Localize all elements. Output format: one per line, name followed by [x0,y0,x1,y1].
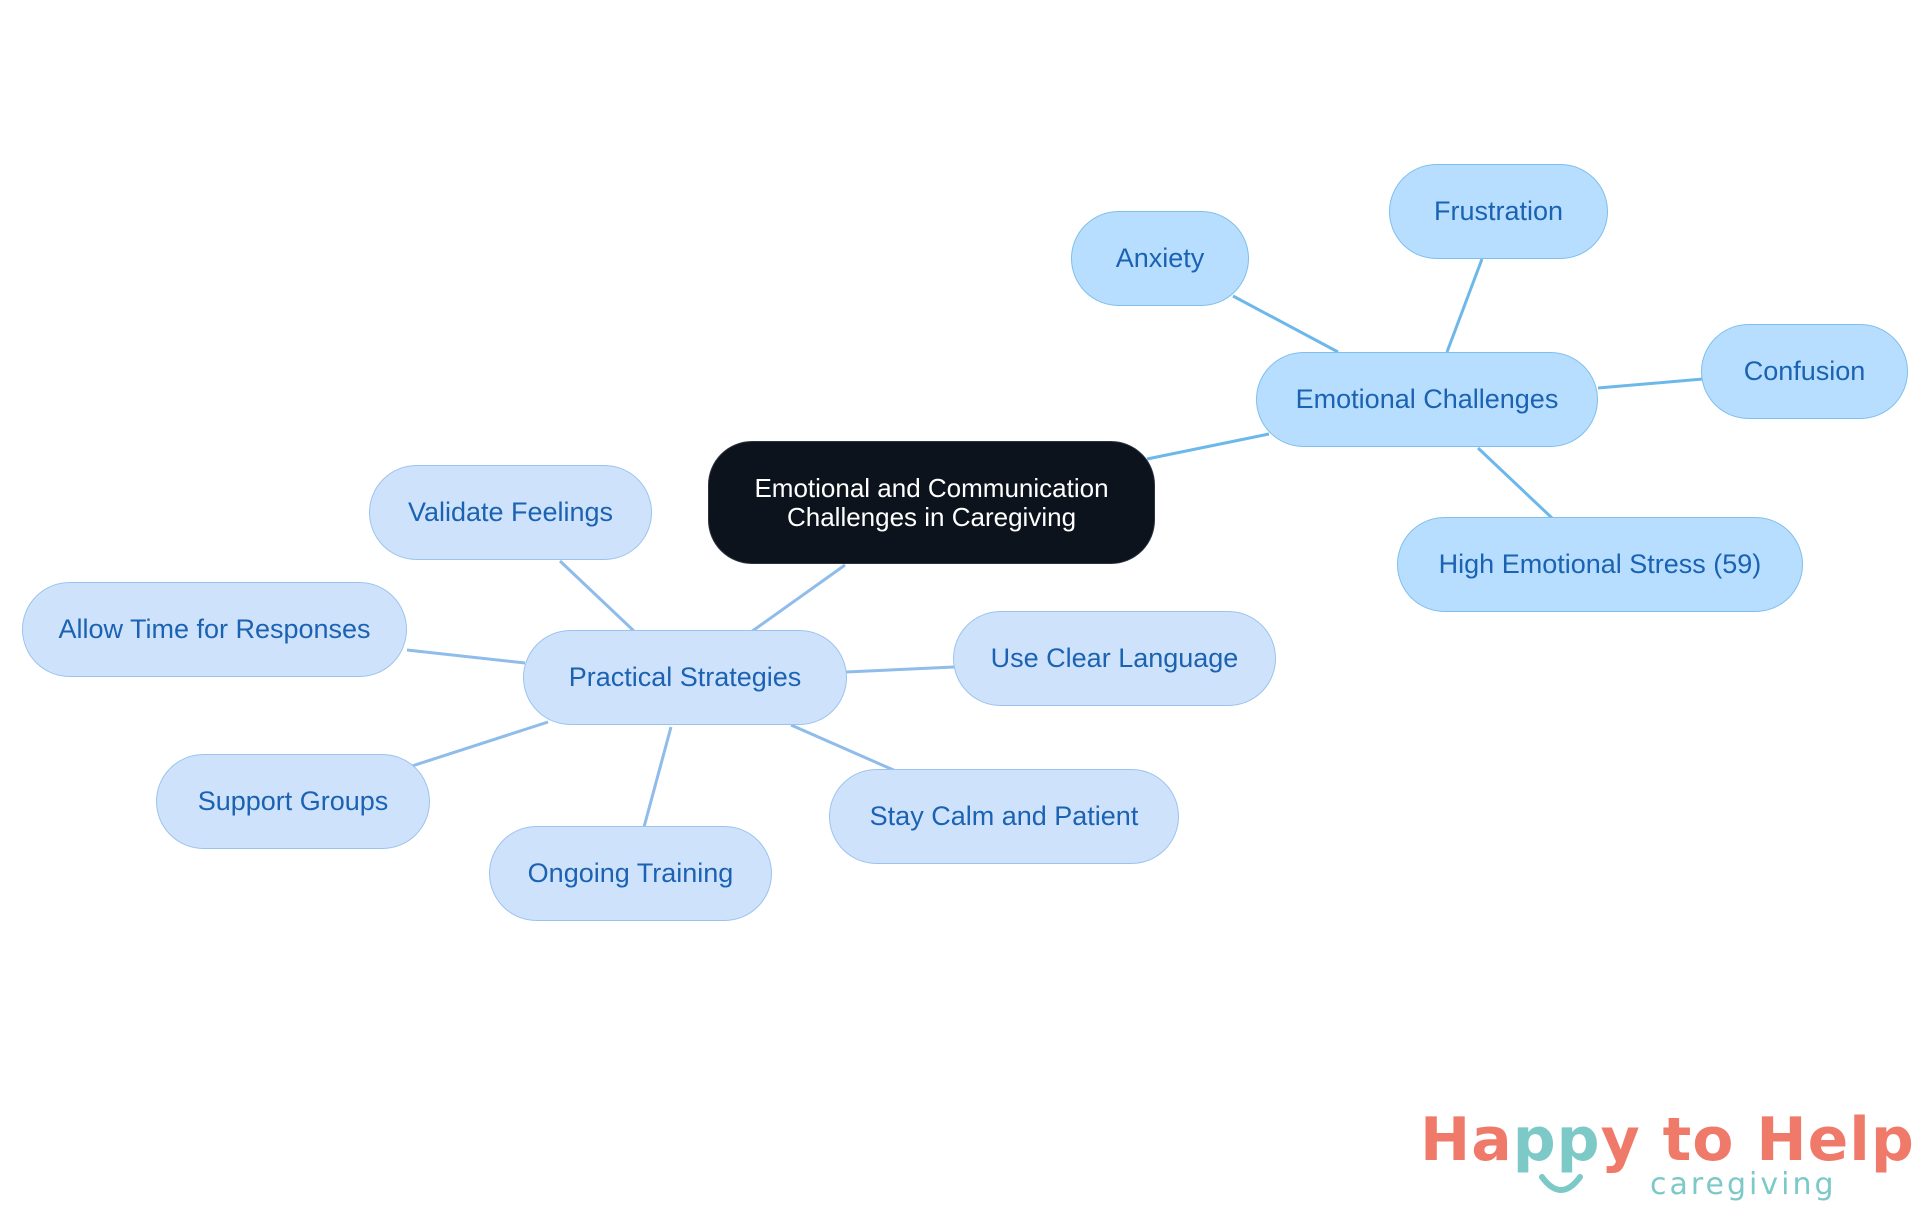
happy-to-help-logo: Happy to Help caregiving [1420,1105,1914,1205]
edge-practical-allow [406,648,526,665]
edge-practical-support [411,720,549,768]
use-clear-language-node: Use Clear Language [953,611,1276,706]
smile-icon [1539,1174,1583,1193]
edge-emotional-stress [1476,446,1554,520]
root-node: Emotional and Communication Challenges i… [708,441,1155,564]
edge-root-emotional [1146,432,1270,461]
root-label-line2: Challenges in Caregiving [786,501,1077,532]
emotional-challenges-node: Emotional Challenges [1256,352,1598,447]
support-groups-node: Support Groups [156,754,430,849]
edge-root-practical [750,563,846,634]
edge-emotional-anxiety [1232,294,1339,354]
edge-practical-training [642,726,673,828]
logo-subtitle: caregiving [1650,1167,1837,1202]
edge-emotional-confusion [1597,377,1704,390]
edge-emotional-frustration [1445,258,1484,353]
allow-time-node: Allow Time for Responses [22,582,407,677]
edge-practical-calm [790,723,899,774]
logo-title: Happy to Help [1420,1105,1915,1175]
confusion-node: Confusion [1701,324,1908,419]
edge-practical-clear [845,665,955,674]
root-label-line1: Emotional and Communication [754,472,1109,503]
anxiety-node: Anxiety [1071,211,1249,306]
edge-practical-validate [558,559,637,634]
high-emotional-stress-node: High Emotional Stress (59) [1397,517,1803,612]
stay-calm-node: Stay Calm and Patient [829,769,1179,864]
practical-strategies-node: Practical Strategies [523,630,847,725]
frustration-node: Frustration [1389,164,1608,259]
ongoing-training-node: Ongoing Training [489,826,772,921]
validate-feelings-node: Validate Feelings [369,465,652,560]
